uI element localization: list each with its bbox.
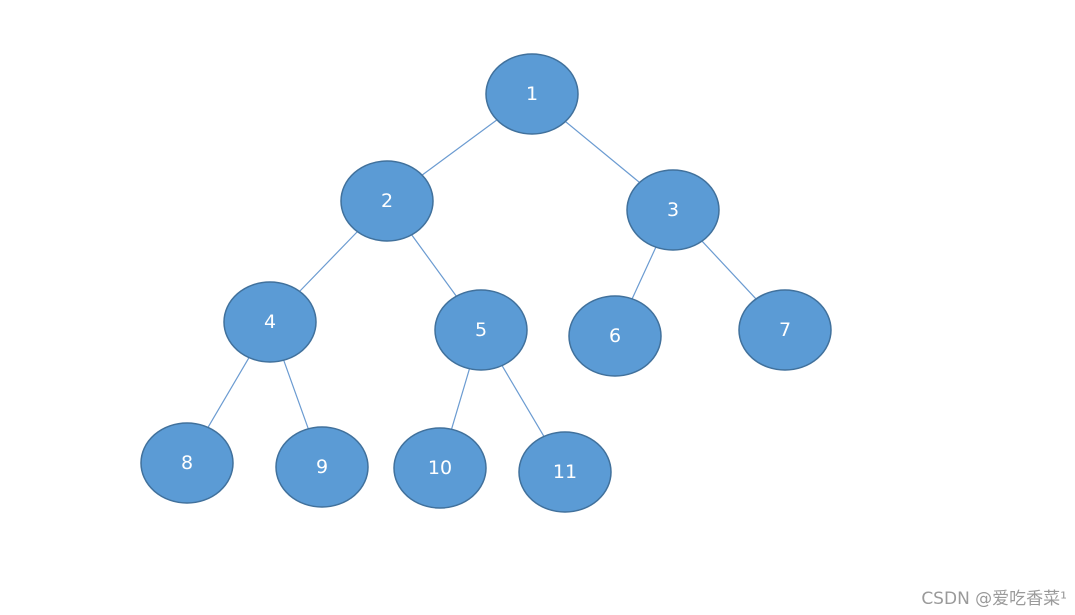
- edge-2-4: [299, 231, 358, 292]
- tree-node-8: 8: [140, 422, 234, 504]
- edge-5-10: [450, 368, 471, 430]
- node-label-4: 4: [264, 311, 276, 333]
- tree-node-3: 3: [626, 169, 720, 251]
- tree-node-10: 10: [393, 427, 487, 509]
- node-circle-3: [626, 169, 720, 251]
- edge-1-3: [565, 121, 640, 183]
- node-circle-7: [738, 289, 832, 371]
- node-label-6: 6: [609, 325, 621, 347]
- tree-node-7: 7: [738, 289, 832, 371]
- edges-layer: [207, 119, 757, 437]
- node-circle-2: [340, 160, 434, 242]
- edge-3-7: [701, 240, 757, 300]
- node-label-3: 3: [667, 199, 679, 221]
- edge-2-5: [411, 234, 457, 297]
- tree-node-11: 11: [518, 431, 612, 513]
- node-label-1: 1: [526, 83, 538, 105]
- node-label-7: 7: [779, 319, 791, 341]
- node-circle-9: [275, 426, 369, 508]
- node-circle-4: [223, 281, 317, 363]
- csdn-watermark: CSDN @爱吃香菜¹: [921, 589, 1067, 609]
- edge-1-2: [421, 119, 498, 176]
- edge-4-9: [283, 359, 309, 430]
- tree-node-4: 4: [223, 281, 317, 363]
- node-circle-11: [518, 431, 612, 513]
- tree-node-2: 2: [340, 160, 434, 242]
- node-circle-10: [393, 427, 487, 509]
- node-circle-6: [568, 295, 662, 377]
- node-label-5: 5: [475, 319, 487, 341]
- node-label-8: 8: [181, 452, 193, 474]
- tree-node-6: 6: [568, 295, 662, 377]
- node-circle-5: [434, 289, 528, 371]
- node-label-11: 11: [553, 461, 577, 483]
- edge-3-6: [631, 246, 657, 300]
- node-label-10: 10: [428, 457, 452, 479]
- nodes-layer: 1 2 3 4 5 6 7 8 9 10 11: [140, 53, 832, 513]
- node-label-9: 9: [316, 456, 328, 478]
- tree-node-1: 1: [485, 53, 579, 135]
- edge-5-11: [501, 365, 545, 437]
- node-label-2: 2: [381, 190, 393, 212]
- node-circle-1: [485, 53, 579, 135]
- tree-node-5: 5: [434, 289, 528, 371]
- node-circle-8: [140, 422, 234, 504]
- tree-node-9: 9: [275, 426, 369, 508]
- edge-4-8: [207, 357, 250, 428]
